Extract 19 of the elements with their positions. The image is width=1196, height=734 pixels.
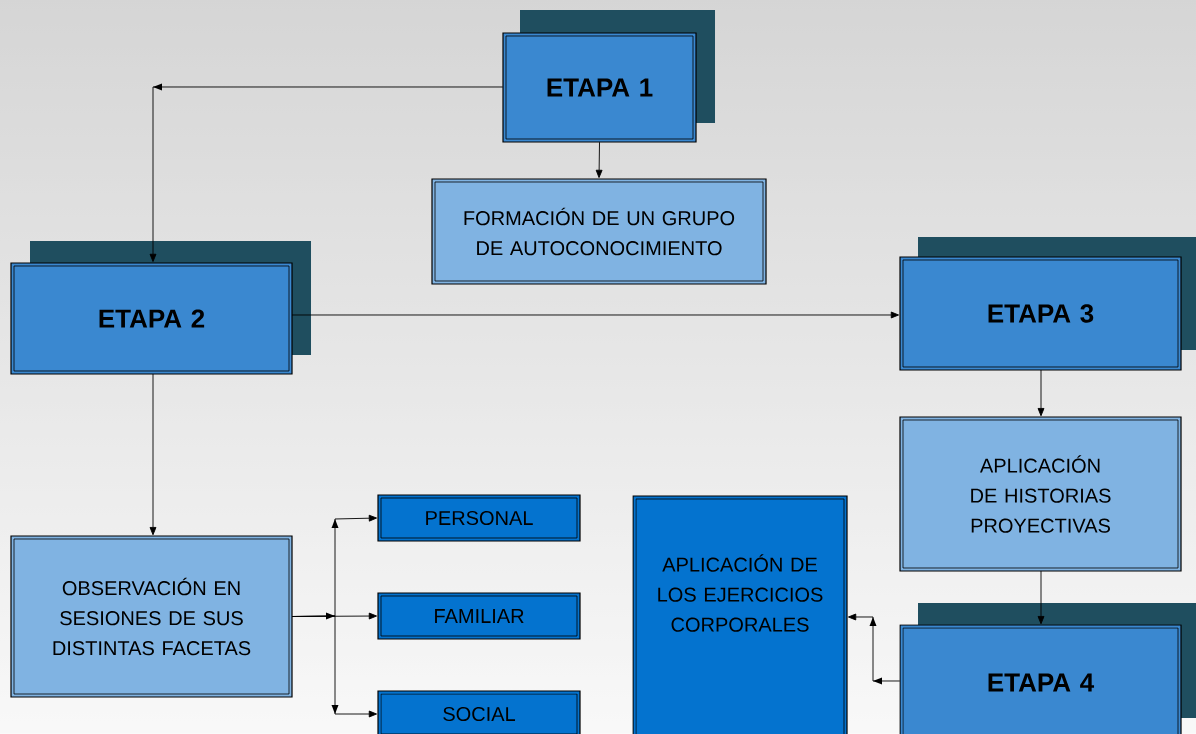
arrow [1037, 369, 1045, 417]
stage-box: ETAPA 1 [502, 10, 715, 143]
category-box: SOCIAL [377, 690, 581, 734]
step-box: FORMACIÓN DE UN GRUPO DE AUTOCONOCIMIENTO [431, 178, 767, 285]
category-box: PERSONAL [377, 494, 581, 542]
arrow [1037, 570, 1045, 625]
category-box: FAMILIAR [377, 592, 581, 640]
arrow [149, 83, 504, 262]
step-box: OBSERVACIÓN EN SESIONES DE SUS DISTINTAS FACETAS [10, 535, 293, 698]
step-box: APLICACIÓN DE HISTORIAS PROYECTIVAS [899, 416, 1182, 572]
arrow [595, 141, 603, 178]
stage-box: ETAPA 3 [899, 237, 1196, 371]
stage-box: ETAPA 4 [899, 603, 1196, 734]
arrow [291, 615, 377, 718]
category-box: APLICACIÓN DE LOS EJERCICIOS CORPORALES [632, 495, 848, 734]
arrow [291, 311, 900, 319]
arrow [848, 613, 901, 685]
stage-box: ETAPA 2 [10, 241, 311, 375]
arrow [149, 373, 157, 536]
